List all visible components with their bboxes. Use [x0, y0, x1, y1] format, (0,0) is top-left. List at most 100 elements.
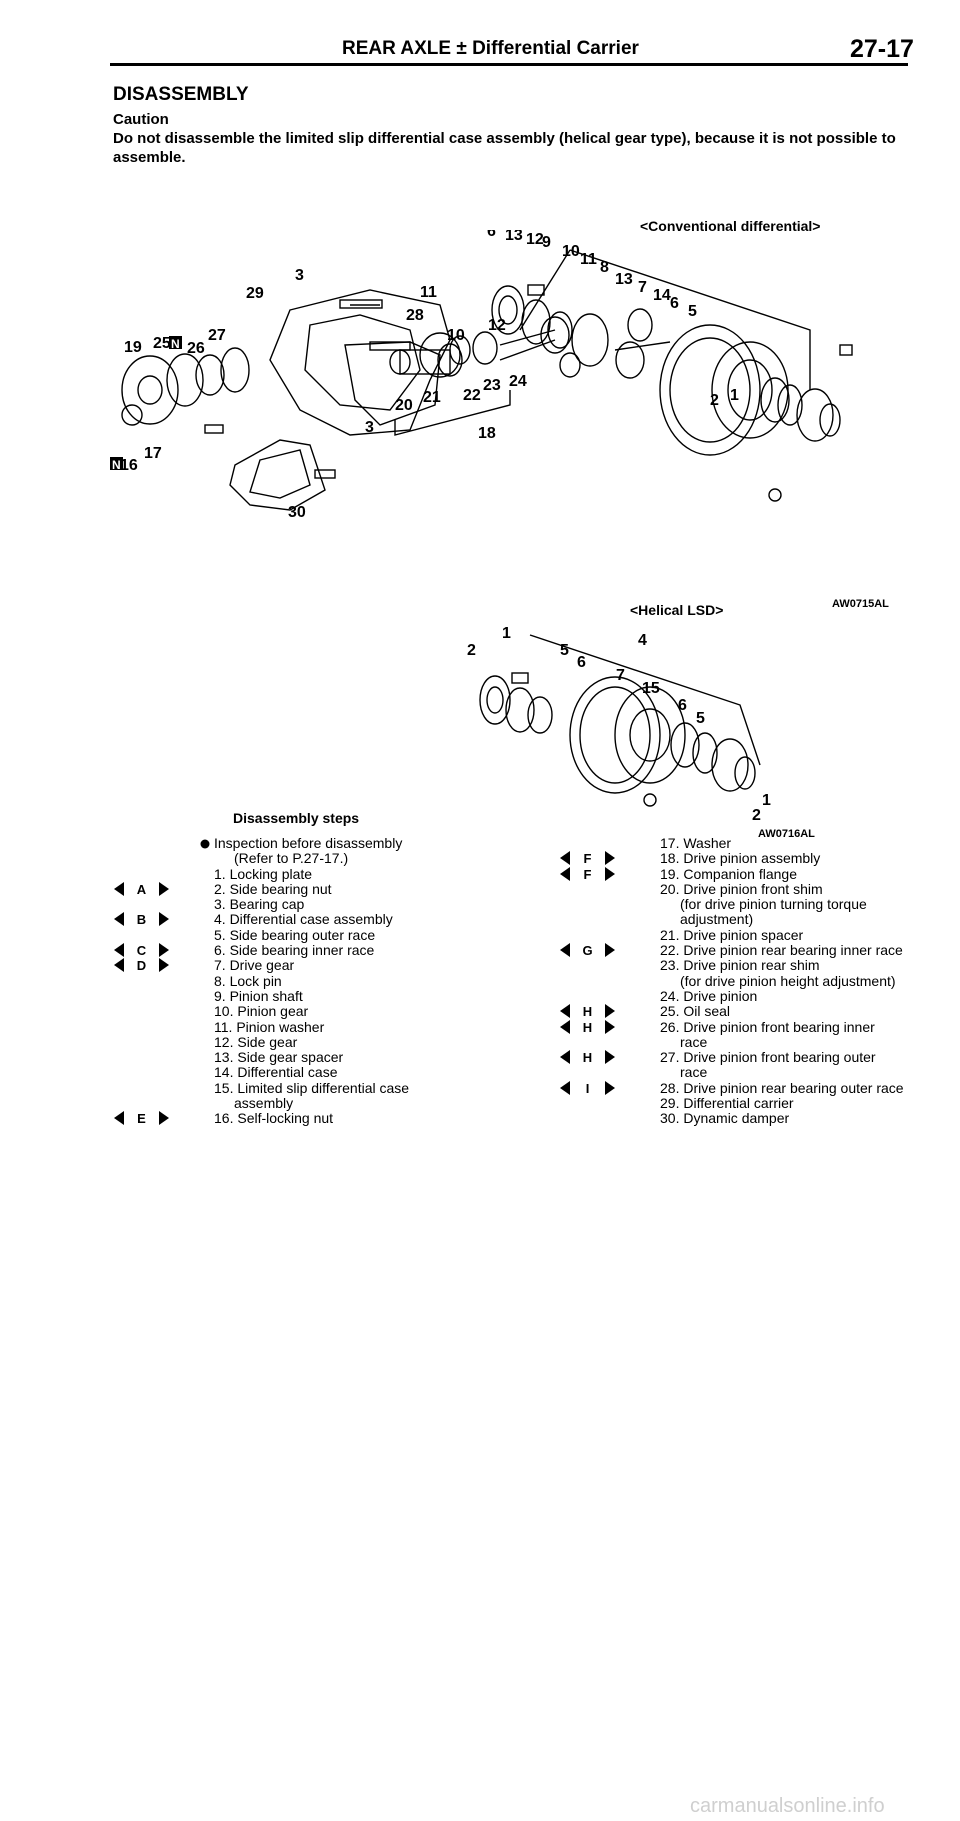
caution-body: Do not disassemble the limited slip diff… — [113, 130, 896, 166]
bullet-icon — [200, 839, 210, 849]
step-text: 25. Oil seal — [660, 1003, 731, 1020]
marker-letter: B — [137, 912, 146, 926]
caution-heading: Caution — [113, 111, 169, 128]
svg-text:5: 5 — [696, 710, 705, 727]
step-text: 26. Drive pinion front bearing inner — [660, 1018, 875, 1035]
marker-letter: I — [586, 1081, 590, 1095]
svg-text:4: 4 — [638, 632, 647, 649]
step-text: adjustment) — [680, 911, 754, 928]
step-text: 8. Lock pin — [214, 972, 282, 989]
step-row: 29. Differential carrier — [660, 1095, 960, 1111]
marker-letter: H — [583, 1050, 592, 1064]
step-row: 24. Drive pinion — [660, 987, 960, 1004]
step-text: 30. Dynamic damper — [660, 1110, 790, 1127]
step-row: (for drive pinion turning torque — [660, 896, 960, 912]
step-marker: H — [560, 1019, 615, 1034]
svg-text:1: 1 — [502, 625, 511, 642]
step-marker: F — [560, 866, 615, 881]
step-row: race — [660, 1064, 960, 1081]
svg-text:11: 11 — [580, 251, 597, 268]
step-row: 11. Pinion washer — [214, 1019, 544, 1035]
step-row: 20. Drive pinion front shim — [660, 881, 960, 897]
step-text: 2. Side bearing nut — [214, 880, 332, 897]
svg-text:3: 3 — [365, 419, 374, 436]
svg-text:10: 10 — [447, 327, 465, 344]
svg-text:6: 6 — [577, 654, 586, 671]
svg-text:14: 14 — [653, 287, 671, 304]
svg-text:5: 5 — [688, 303, 697, 320]
step-text: 23. Drive pinion rear shim — [660, 957, 820, 974]
svg-text:16: 16 — [120, 457, 138, 474]
step-row: 5. Side bearing outer race — [214, 927, 544, 943]
header-rule — [110, 63, 908, 66]
step-row: 9. Pinion shaft — [214, 987, 544, 1004]
step-row: 10. Pinion gear — [214, 1003, 544, 1020]
service-step-marker-icon: E — [114, 1111, 169, 1126]
step-text: 24. Drive pinion — [660, 987, 758, 1004]
step-row: 1. Locking plate — [214, 865, 544, 882]
figure1-code: AW0715AL — [832, 598, 889, 610]
figure1-label: <Conventional differential> — [640, 218, 821, 234]
step-text: assembly — [234, 1095, 294, 1112]
svg-text:15: 15 — [642, 680, 660, 697]
footer-watermark[interactable]: carmanualsonline.info — [690, 1795, 885, 1817]
step-row: I 28. Drive pinion rear bearing outer rac… — [560, 1079, 960, 1096]
step-text: 6. Side bearing inner race — [214, 942, 375, 959]
step-marker: C — [114, 943, 169, 958]
step-marker: G — [560, 943, 615, 958]
svg-text:7: 7 — [638, 279, 647, 296]
service-step-marker-icon: H — [560, 1004, 615, 1019]
step-marker: I — [560, 1080, 615, 1095]
step-text: 3. Bearing cap — [214, 896, 305, 913]
svg-text:12: 12 — [488, 317, 506, 334]
marker-letter: C — [137, 943, 147, 957]
marker-letter: A — [137, 882, 147, 896]
step-row: (for drive pinion height adjustment) — [660, 972, 960, 989]
svg-text:2: 2 — [710, 392, 719, 409]
section-title: DISASSEMBLY — [113, 84, 249, 105]
svg-text:6: 6 — [678, 697, 687, 714]
service-step-marker-icon: I — [560, 1080, 615, 1095]
marker-letter: D — [137, 958, 146, 972]
service-step-marker-icon: D — [114, 958, 169, 973]
svg-text:2: 2 — [467, 642, 476, 659]
step-text: 14. Differential case — [214, 1064, 338, 1081]
step-row: 3. Bearing cap — [214, 896, 544, 913]
step-text: 1. Locking plate — [214, 865, 313, 882]
figure2-code: AW0716AL — [758, 828, 815, 840]
svg-text:24: 24 — [509, 373, 527, 390]
svg-text:28: 28 — [406, 307, 424, 324]
step-text: race — [680, 1064, 708, 1081]
svg-text:29: 29 — [246, 285, 264, 302]
svg-text:2: 2 — [752, 807, 761, 824]
svg-text:7: 7 — [616, 667, 625, 684]
step-row: (Refer to P.27-17.) — [214, 850, 544, 866]
step-marker: B — [114, 912, 169, 927]
step-text: 9. Pinion shaft — [214, 987, 303, 1004]
page-header-title: REAR AXLE ± Differential Carrier — [342, 38, 639, 59]
svg-text:9: 9 — [542, 234, 551, 251]
service-step-marker-icon: H — [560, 1050, 615, 1065]
svg-text:30: 30 — [288, 504, 306, 521]
page-number: 27-17 — [850, 35, 914, 63]
marker-letter: G — [582, 943, 592, 957]
svg-text:5: 5 — [560, 642, 569, 659]
marker-letter: E — [137, 1111, 146, 1125]
step-row: 30. Dynamic damper — [660, 1110, 960, 1127]
step-row: 12. Side gear — [214, 1034, 544, 1050]
marker-letter: H — [583, 1004, 592, 1018]
step-row: C 6. Side bearing inner race — [114, 942, 544, 959]
service-step-marker-icon: A — [114, 881, 169, 896]
step-row: 23. Drive pinion rear shim — [660, 957, 960, 974]
step-text: 28. Drive pinion rear bearing outer race — [660, 1079, 904, 1096]
step-text: (for drive pinion height adjustment) — [680, 972, 896, 989]
step-text: 17. Washer — [660, 835, 732, 851]
step-text: 10. Pinion gear — [214, 1003, 309, 1020]
